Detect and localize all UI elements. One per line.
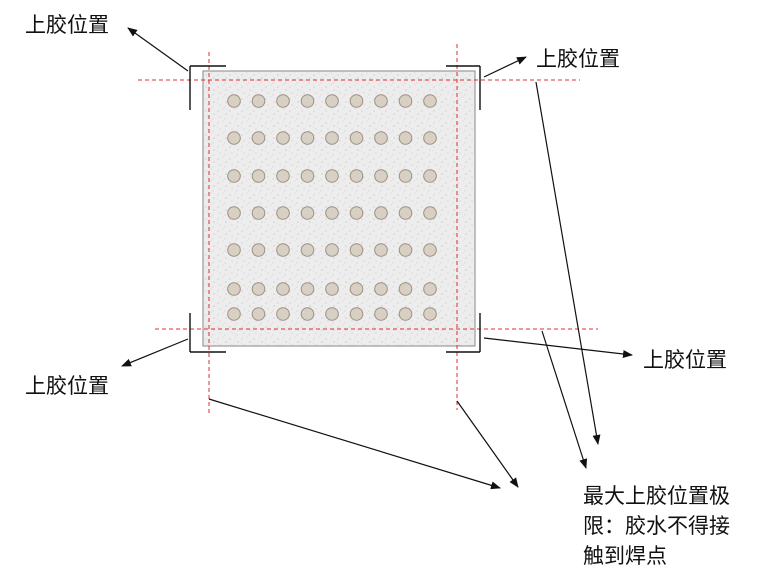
solder-ball [227, 169, 241, 183]
glue-bracket-top-right [446, 65, 481, 110]
solder-ball [325, 243, 339, 257]
solder-ball [349, 206, 364, 220]
solder-ball [325, 169, 339, 183]
solder-ball [227, 206, 241, 220]
solder-ball [325, 131, 339, 145]
arrow-bottom-right [483, 337, 633, 358]
solder-ball [423, 131, 437, 145]
solder-ball [398, 131, 413, 145]
glue-label-bottom-left: 上胶位置 [25, 374, 109, 398]
solder-ball [325, 307, 339, 321]
solder-ball [349, 94, 364, 108]
solder-ball [276, 307, 290, 321]
solder-ball [398, 282, 413, 296]
solder-ball [227, 243, 241, 257]
solder-ball [251, 131, 266, 145]
solder-ball [251, 282, 266, 296]
solder-ball [374, 131, 388, 145]
solder-ball [349, 243, 364, 257]
solder-ball [325, 282, 339, 296]
solder-ball [251, 206, 266, 220]
solder-ball [374, 282, 388, 296]
solder-ball [276, 282, 290, 296]
solder-ball [276, 243, 290, 257]
solder-ball [300, 169, 315, 183]
arrow-limit-bottom [541, 330, 588, 469]
glue-label-top-right: 上胶位置 [536, 47, 620, 71]
max-glue-limit-note: 最大上胶位置极 限：胶水不得接 触到焊点 [583, 481, 730, 571]
solder-ball [349, 169, 364, 183]
solder-ball [398, 94, 413, 108]
solder-ball [300, 94, 315, 108]
solder-ball [227, 94, 241, 108]
glue-bracket-bottom-right [446, 313, 481, 353]
solder-ball [300, 282, 315, 296]
solder-ball [300, 131, 315, 145]
glue-brackets [189, 65, 481, 353]
arrow-bottom-left [121, 338, 189, 367]
note-line-2: 限：胶水不得接 [583, 514, 730, 538]
glue-label-bottom-right: 上胶位置 [643, 348, 727, 372]
solder-ball [374, 206, 388, 220]
solder-ball [251, 307, 266, 321]
arrow-top-right [483, 56, 527, 78]
solder-ball [398, 243, 413, 257]
solder-ball [423, 282, 437, 296]
solder-ball [423, 169, 437, 183]
solder-ball [276, 169, 290, 183]
solder-ball [227, 131, 241, 145]
solder-ball [423, 243, 437, 257]
solder-ball [300, 307, 315, 321]
solder-ball [398, 307, 413, 321]
solder-ball [276, 206, 290, 220]
solder-ball [423, 307, 437, 321]
solder-ball-array [227, 94, 437, 321]
arrow-limit-left [208, 398, 501, 490]
solder-ball [374, 243, 388, 257]
solder-ball [300, 243, 315, 257]
pointer-arrows [121, 27, 633, 490]
solder-ball [374, 169, 388, 183]
solder-ball [398, 169, 413, 183]
glue-label-top-left: 上胶位置 [25, 13, 109, 37]
solder-ball [423, 94, 437, 108]
glue-bracket-bottom-left [189, 313, 226, 353]
arrow-limit-top [535, 81, 601, 445]
note-line-1: 最大上胶位置极 [583, 484, 730, 508]
solder-ball [423, 206, 437, 220]
solder-ball [374, 94, 388, 108]
solder-ball [227, 282, 241, 296]
solder-ball [349, 307, 364, 321]
solder-ball [251, 94, 266, 108]
glue-bracket-top-left [189, 65, 226, 110]
solder-ball [325, 206, 339, 220]
arrow-top-left [127, 27, 189, 72]
solder-ball [276, 94, 290, 108]
solder-ball [374, 307, 388, 321]
solder-ball [251, 243, 266, 257]
guide-lines [138, 44, 598, 415]
note-line-3: 触到焊点 [583, 544, 667, 568]
solder-ball [227, 307, 241, 321]
arrow-limit-right [456, 400, 519, 488]
solder-ball [398, 206, 413, 220]
solder-ball [251, 169, 266, 183]
solder-ball [276, 131, 290, 145]
solder-ball [325, 94, 339, 108]
solder-ball [349, 282, 364, 296]
solder-ball [349, 131, 364, 145]
solder-ball [300, 206, 315, 220]
